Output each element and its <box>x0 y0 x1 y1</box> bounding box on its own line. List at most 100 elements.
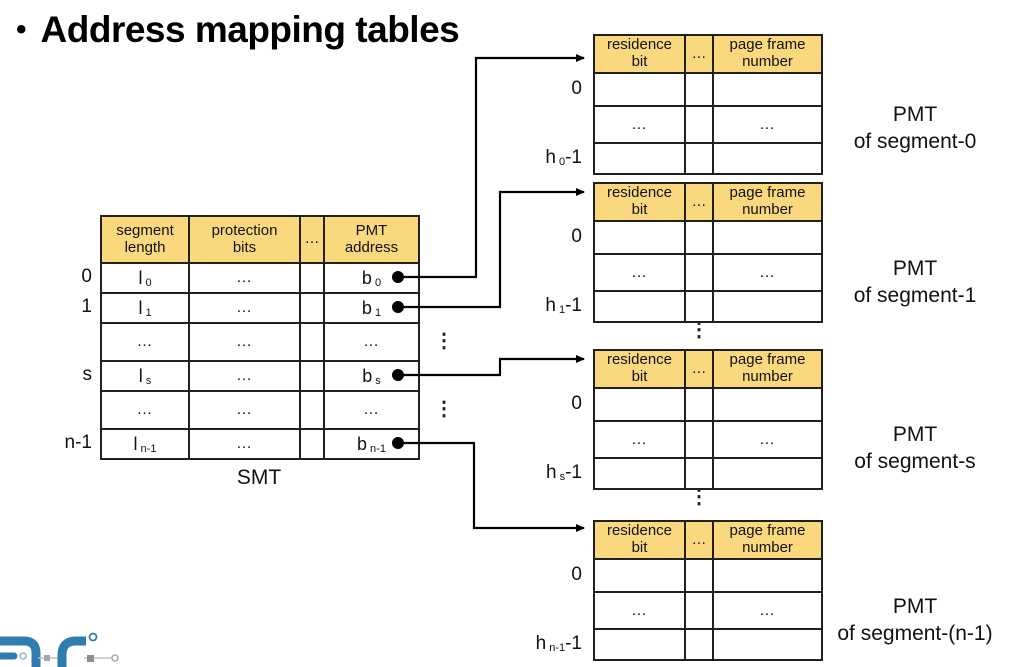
empty-cell <box>684 558 714 593</box>
smt-header-pmt-address: PMT address <box>323 215 420 264</box>
empty-cell <box>712 457 823 490</box>
empty-cell <box>712 290 823 323</box>
empty-cell <box>684 591 714 630</box>
cell-protection-bits: … <box>188 322 301 362</box>
cell-ellipsis: … <box>712 420 823 459</box>
empty-cell <box>684 142 714 175</box>
smt-header-segment-length: segment length <box>100 215 190 264</box>
empty-cell <box>684 387 714 422</box>
pmt-header-row: residence bit … page frame number <box>593 34 823 74</box>
cell-pmt-address: … <box>323 322 420 362</box>
pmt-header-etc: … <box>684 349 714 389</box>
vertical-ellipsis: ⋮ <box>434 398 454 420</box>
pmt-row-0 <box>593 558 823 593</box>
smt-header-etc: … <box>299 215 325 264</box>
pmt-row-0 <box>593 220 823 255</box>
pmt1-index-0: 0 <box>571 226 582 247</box>
empty-cell <box>593 220 686 255</box>
cell-protection-bits: … <box>188 292 301 324</box>
pmt-row-0 <box>593 387 823 422</box>
cell-ellipsis: … <box>593 105 686 144</box>
empty-cell <box>684 253 714 292</box>
pmt-header-residence-bit: residence bit <box>593 349 686 389</box>
pmts-index-0: 0 <box>571 393 582 414</box>
empty-cell <box>593 290 686 323</box>
university-logo-fragment-icon <box>0 632 119 667</box>
empty-cell <box>684 220 714 255</box>
smt-header-protection-bits: protection bits <box>188 215 301 264</box>
pmt-header-page-frame-number: page frame number <box>712 182 823 222</box>
pmt-table-segment-1: residence bit … page frame number …… <box>593 182 823 323</box>
cell-segment-length: … <box>100 390 190 430</box>
cell-ellipsis: … <box>712 253 823 292</box>
pmt-header-residence-bit: residence bit <box>593 520 686 560</box>
empty-cell <box>593 387 686 422</box>
empty-cell <box>593 72 686 107</box>
cell-etc <box>299 390 325 430</box>
cell-etc <box>299 262 325 294</box>
pmt0-index-0: 0 <box>571 78 582 99</box>
cell-protection-bits: … <box>188 360 301 392</box>
cell-protection-bits: … <box>188 390 301 430</box>
pmt-header-row: residence bit … page frame number <box>593 182 823 222</box>
cell-ellipsis: … <box>712 105 823 144</box>
empty-cell <box>712 72 823 107</box>
pmt-header-etc: … <box>684 182 714 222</box>
pmt-row-ellipsis: …… <box>593 420 823 459</box>
empty-cell <box>712 142 823 175</box>
bullet-icon: • <box>16 13 27 46</box>
smt-caption: SMT <box>236 466 282 489</box>
pmt-table-segment-0: residence bit … page frame number … … <box>593 34 823 175</box>
pmt-header-page-frame-number: page frame number <box>712 34 823 74</box>
cell-pmt-address: … <box>323 390 420 430</box>
pmt-header-etc: … <box>684 34 714 74</box>
vertical-ellipsis: ⋮ <box>689 319 709 341</box>
empty-cell <box>684 628 714 661</box>
pmt-header-page-frame-number: page frame number <box>712 520 823 560</box>
smt-table: segment length protection bits … PMT add… <box>100 215 420 460</box>
page-title-text: Address mapping tables <box>40 9 460 50</box>
pmt-header-residence-bit: residence bit <box>593 34 686 74</box>
smt-index-1: 1 <box>81 296 92 317</box>
empty-cell <box>593 628 686 661</box>
smt-row-ellipsis-upper: … … … <box>100 322 420 362</box>
cell-protection-bits: … <box>188 428 301 460</box>
pmt-header-residence-bit: residence bit <box>593 182 686 222</box>
cell-ellipsis: … <box>593 253 686 292</box>
cell-etc <box>299 322 325 362</box>
pmtn1-index-0: 0 <box>571 564 582 585</box>
pmt-header-page-frame-number: page frame number <box>712 349 823 389</box>
empty-cell <box>712 387 823 422</box>
pmt-row-last <box>593 457 823 490</box>
empty-cell <box>684 457 714 490</box>
pmt-header-row: residence bit … page frame number <box>593 520 823 560</box>
pmt-row-ellipsis: …… <box>593 591 823 630</box>
pmt-row-last <box>593 628 823 661</box>
pmt-row-ellipsis: …… <box>593 253 823 292</box>
cell-etc <box>299 360 325 392</box>
cell-ellipsis: … <box>593 420 686 459</box>
smt-row-ellipsis-lower: … … … <box>100 390 420 430</box>
empty-cell <box>684 105 714 144</box>
page-title: • Address mapping tables <box>16 6 460 54</box>
empty-cell <box>684 290 714 323</box>
